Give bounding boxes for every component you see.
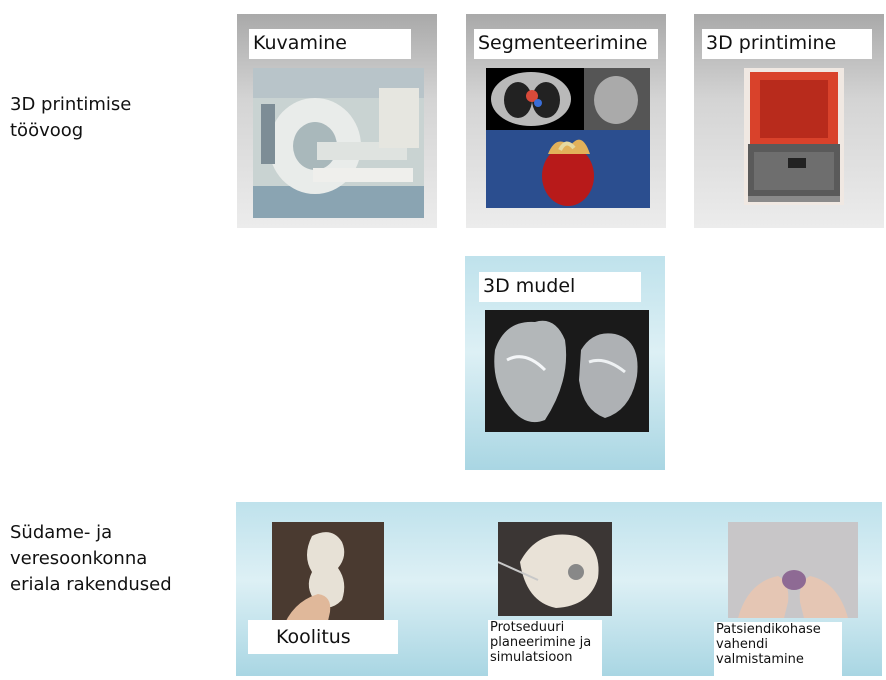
patient-device-caption: Patsiendikohase vahendi valmistamine <box>714 622 842 676</box>
procedure-image <box>498 522 612 616</box>
workflow-label-line-1: 3D printimise <box>10 92 131 118</box>
applications-banner: Koolitus Protseduuri planeerimine ja sim… <box>236 502 882 676</box>
imaging-caption: Kuvamine <box>249 29 411 59</box>
training-caption: Koolitus <box>248 620 398 654</box>
applications-label-line-1: Südame- ja <box>10 520 172 546</box>
model-caption: 3D mudel <box>479 272 641 302</box>
model-card: 3D mudel <box>465 256 665 470</box>
3d-printer-image <box>744 68 844 205</box>
heart-models-image <box>485 310 649 432</box>
segmentation-image <box>486 68 650 208</box>
workflow-label: 3D printimise töövoog <box>10 92 131 144</box>
applications-label-line-2: veresoonkonna <box>10 546 172 572</box>
applications-label: Südame- ja veresoonkonna eriala rakendus… <box>10 520 172 598</box>
workflow-label-line-2: töövoog <box>10 118 131 144</box>
imaging-card: Kuvamine <box>237 14 437 228</box>
printing-caption: 3D printimine <box>702 29 872 59</box>
ct-scanner-image <box>253 68 424 218</box>
segmentation-caption: Segmenteerimine <box>474 29 658 59</box>
applications-label-line-3: eriala rakendused <box>10 572 172 598</box>
training-image <box>272 522 384 630</box>
printing-card: 3D printimine <box>694 14 884 228</box>
segmentation-card: Segmenteerimine <box>466 14 666 228</box>
patient-device-image <box>728 522 858 618</box>
procedure-caption: Protseduuri planeerimine ja simulatsioon <box>488 620 602 676</box>
